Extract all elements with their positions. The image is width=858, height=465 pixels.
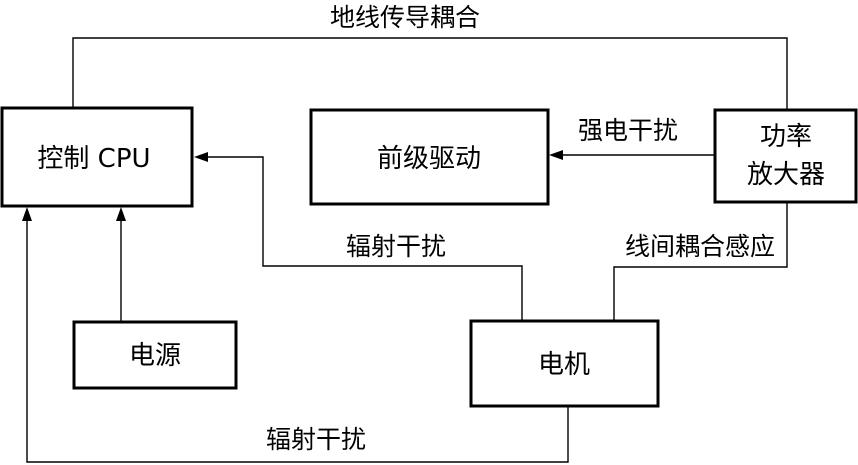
motor-label: 电机 <box>538 350 590 380</box>
line-coupling-label: 线间耦合感应 <box>625 232 775 261</box>
radiation-upper-label: 辐射干扰 <box>346 232 446 261</box>
predriver-block <box>309 108 550 206</box>
cpu-label: 控制 CPU <box>37 144 150 174</box>
amplifier-label-line1: 功率 <box>760 122 812 152</box>
amplifier-block <box>713 108 858 204</box>
predriver-label: 前级驱动 <box>377 144 481 174</box>
amplifier-label-line2: 放大器 <box>747 160 825 190</box>
power-label: 电源 <box>129 341 181 371</box>
ground-coupling-line <box>72 37 788 110</box>
power-to-cpu-arrowhead <box>116 207 126 221</box>
radiation-upper-line <box>206 156 523 321</box>
power-block <box>72 320 238 390</box>
radiation-lower-line <box>26 219 569 463</box>
strong-interference-arrowhead <box>549 150 563 160</box>
radiation-upper-arrowhead <box>194 152 208 162</box>
cpu-block <box>0 106 194 208</box>
strong-interference-label: 强电干扰 <box>578 116 678 145</box>
motor-block <box>469 319 660 408</box>
ground-coupling-label: 地线传导耦合 <box>330 3 480 32</box>
line-coupling-line <box>613 202 788 321</box>
radiation-lower-arrowhead <box>22 207 32 221</box>
radiation-lower-label: 辐射干扰 <box>266 425 366 454</box>
